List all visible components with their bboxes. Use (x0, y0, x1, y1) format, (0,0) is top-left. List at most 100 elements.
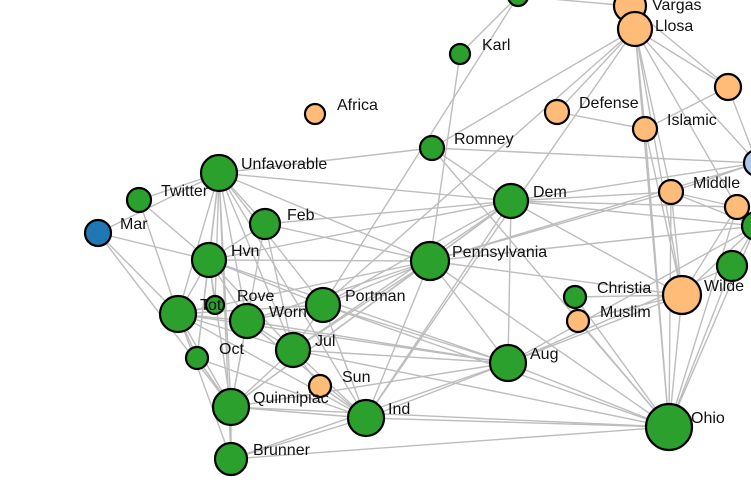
node-oct[interactable] (184, 345, 210, 371)
node-romney[interactable] (418, 134, 446, 162)
edge-llosa-edge_orange_2 (634, 28, 738, 208)
edge-karl-top (459, 0, 515, 55)
node-label-hvn: Hvn (231, 243, 259, 260)
node-label-islamic: Islamic (667, 112, 717, 129)
node-sun[interactable] (307, 373, 333, 399)
node-muslim[interactable] (565, 308, 591, 334)
node-edge_orange_2[interactable] (723, 193, 751, 221)
node-quinnipiac[interactable] (211, 387, 251, 427)
node-edge_orange_1[interactable] (713, 72, 743, 102)
node-label-jul: Jul (315, 333, 335, 350)
edge-hvn-pennsylvania (208, 259, 431, 262)
node-label-unfavorable: Unfavorable (241, 156, 327, 173)
edge-defense-llosa (556, 28, 636, 113)
edge-karl-pennsylvania (429, 53, 461, 262)
node-christian[interactable] (562, 284, 588, 310)
edge-aug-dem (507, 200, 512, 364)
edge-feb-dem (264, 200, 512, 225)
edge-hvn-aug (208, 259, 509, 364)
node-label-sun: Sun (342, 369, 370, 386)
node-label-worn: Worn (269, 304, 307, 321)
node-label-romney: Romney (454, 131, 514, 148)
node-twitter[interactable] (125, 186, 153, 214)
node-label-portman: Portman (345, 288, 405, 305)
edge-dem-edge_green_1 (510, 200, 751, 227)
edge-ind-aug (365, 362, 509, 419)
node-edge_lightblue[interactable] (742, 150, 751, 176)
edge-pennsylvania-edge_lightblue (429, 164, 751, 262)
node-portman[interactable] (304, 286, 342, 324)
edge-dem-edge_orange_2 (510, 200, 738, 208)
edge-aug-ohio (507, 362, 670, 428)
node-unfavorable[interactable] (199, 153, 239, 193)
edge-romney-llosa (431, 28, 636, 149)
edge-twitter-tot (138, 199, 179, 315)
node-islamic[interactable] (631, 115, 659, 143)
edge-llosa-middle (634, 28, 672, 193)
edge-quinnipiac-ohio (230, 406, 670, 428)
node-worn[interactable] (228, 302, 266, 340)
node-top[interactable] (507, 0, 529, 8)
edge-jul-dem (292, 200, 512, 351)
edge-islamic-edge_orange_1 (644, 86, 729, 130)
node-label-christian: Christia (597, 280, 651, 297)
node-label-oct: Oct (219, 341, 244, 358)
edge-unfavorable-dem (218, 172, 512, 202)
edge-tot-ind (177, 313, 367, 419)
node-label-defense: Defense (579, 95, 639, 112)
node-layer (83, 0, 751, 477)
node-brunner[interactable] (213, 441, 249, 477)
edge-unfavorable-portman (218, 172, 324, 306)
edge-dem-wilde (510, 200, 683, 296)
node-middle[interactable] (657, 178, 685, 206)
edge-unfavorable-rove (214, 172, 220, 306)
node-ohio[interactable] (644, 402, 694, 452)
node-label-middle: Middle (693, 175, 740, 192)
edge-romney-edge_lightblue (431, 147, 751, 164)
edge-quinnipiac-aug (230, 362, 509, 408)
node-rove[interactable] (204, 294, 226, 316)
node-feb[interactable] (248, 207, 282, 241)
node-label-vargas: Vargas (652, 0, 702, 14)
node-label-mar: Mar (120, 216, 148, 233)
node-edge_green_1[interactable] (740, 211, 751, 241)
node-label-ind: Ind (388, 401, 410, 418)
edge-quinnipiac-ind (230, 406, 367, 419)
edge-pennsylvania-ohio (429, 260, 670, 428)
edge-middle-edge_lightblue (670, 164, 751, 193)
edge-pennsylvania-wilde (429, 260, 683, 296)
node-wilde[interactable] (661, 274, 703, 316)
node-label-llosa: Llosa (655, 18, 693, 35)
node-label-africa: Africa (337, 97, 378, 114)
node-jul[interactable] (274, 331, 312, 369)
node-llosa[interactable] (616, 10, 654, 48)
node-hvn[interactable] (190, 241, 228, 279)
node-label-quinnipiac: Quinnipiac (253, 390, 329, 407)
node-africa[interactable] (303, 102, 327, 126)
edge-llosa-wilde (634, 28, 683, 296)
node-dem[interactable] (492, 182, 530, 220)
node-pennsylvania[interactable] (409, 240, 451, 282)
node-mar[interactable] (83, 218, 113, 248)
edge-ind-pennsylvania (365, 260, 431, 419)
node-aug[interactable] (488, 343, 528, 383)
edge-unfavorable-romney (218, 147, 433, 174)
node-tot[interactable] (158, 294, 198, 334)
edge-mar-hvn (97, 232, 210, 261)
node-ind[interactable] (346, 398, 386, 438)
node-label-tot: Tot (200, 297, 222, 314)
edge-llosa-edge_orange_1 (634, 28, 729, 88)
edge-jul-aug (292, 349, 509, 364)
node-defense[interactable] (543, 98, 571, 126)
edge-middle-edge_green_1 (670, 191, 751, 225)
edge-aug-edge_green_1 (507, 227, 751, 364)
edge-tot-brunner (177, 313, 232, 460)
edge-aug-wilde (507, 294, 683, 364)
node-label-karl: Karl (482, 37, 510, 54)
node-edge_green_2[interactable] (715, 249, 749, 283)
edge-layer (97, 0, 751, 460)
node-karl[interactable] (448, 42, 472, 66)
edge-portman-aug (322, 304, 509, 364)
